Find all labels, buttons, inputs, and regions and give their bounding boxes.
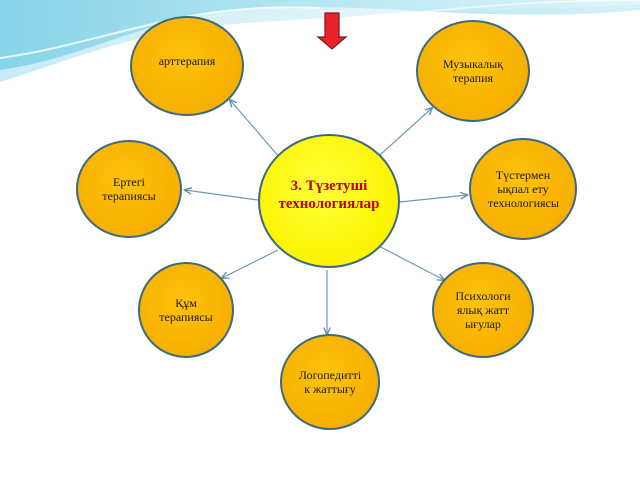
node-fairytale-therapy-label: Ертегі терапиясы — [102, 174, 156, 203]
arrow-to-sand — [222, 249, 279, 278]
node-speech-exercises-label: Логопедиттік жаттығу — [298, 367, 362, 396]
node-fairytale-therapy: Ертегі терапиясы — [76, 140, 182, 238]
node-art-therapy-label: арттерапия — [158, 53, 216, 68]
arrow-to-tale — [185, 190, 259, 201]
connector-arrows — [185, 100, 467, 334]
arrow-to-mixed — [399, 195, 467, 203]
node-psych-exercises-label: Психологиялық жаттығулар — [455, 288, 511, 332]
node-sand-therapy-label: Құм терапиясы — [159, 295, 213, 324]
node-color-technology: Түстермен ықпал ету технологиясы — [469, 138, 577, 240]
node-psych-exercises: Психологиялық жаттығулар — [432, 262, 534, 358]
arrow-to-art — [230, 100, 281, 159]
node-music-therapy-label: Музыкалық терапия — [442, 56, 504, 85]
node-music-therapy: Музыкалық терапия — [416, 20, 530, 122]
node-center-label: 3. Түзетуші технологиялар — [278, 178, 380, 212]
node-speech-exercises: Логопедиттік жаттығу — [280, 334, 380, 430]
arrow-to-music — [379, 108, 432, 156]
node-center: 3. Түзетуші технологиялар — [258, 134, 400, 268]
node-art-therapy: арттерапия — [130, 16, 244, 116]
node-color-technology-label: Түстермен ықпал ету технологиясы — [488, 167, 559, 211]
arrow-to-psych — [374, 243, 444, 280]
top-wave-decoration — [0, 0, 640, 82]
down-arrow-icon — [316, 12, 348, 50]
node-sand-therapy: Құм терапиясы — [138, 262, 234, 358]
